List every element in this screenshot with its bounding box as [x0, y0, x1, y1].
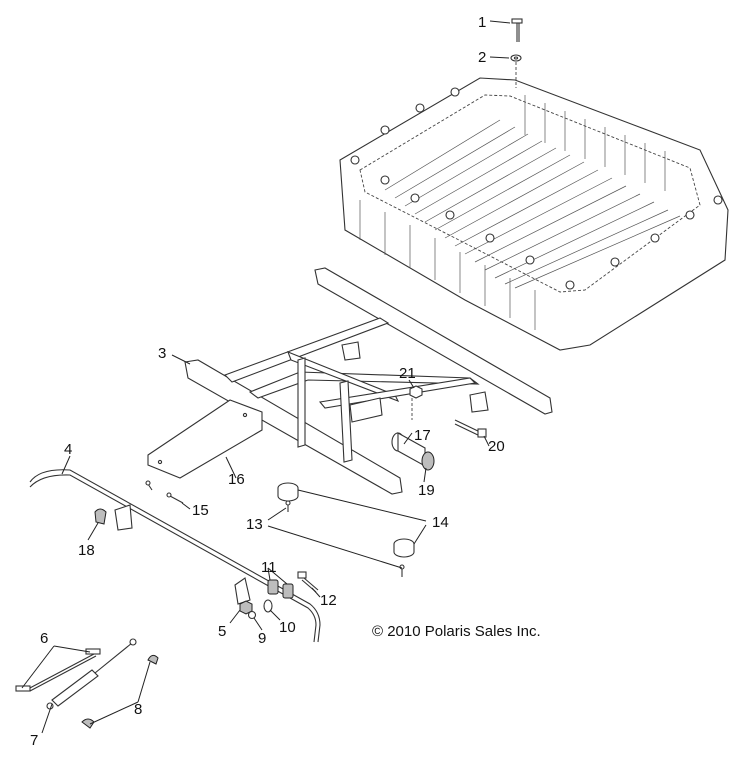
bushing-10 — [263, 599, 273, 613]
callout-2: 2 — [478, 49, 486, 66]
bushing-17 — [391, 432, 435, 471]
latch-11 — [267, 579, 294, 599]
leader-lines — [21, 20, 511, 734]
callout-8: 8 — [134, 701, 142, 718]
cargo-box — [339, 77, 729, 351]
nut-21 — [409, 385, 423, 399]
washer-9 — [247, 610, 257, 620]
gas-strut-7 — [46, 638, 137, 710]
callout-6: 6 — [40, 630, 48, 647]
pin-6 — [15, 648, 101, 692]
callout-9: 9 — [258, 630, 266, 647]
callout-labels: 1 2 3 4 5 6 7 8 9 10 11 12 13 14 15 16 1… — [30, 14, 505, 749]
callout-17: 17 — [414, 427, 431, 444]
callout-19: 19 — [418, 482, 435, 499]
callout-11: 11 — [261, 559, 277, 576]
callout-4: 4 — [64, 441, 72, 458]
callout-3: 3 — [158, 345, 166, 362]
callout-13: 13 — [246, 516, 263, 533]
screw-13 — [285, 500, 405, 577]
callout-7: 7 — [30, 732, 38, 749]
screw-15 — [145, 480, 184, 504]
callout-14: 14 — [432, 514, 449, 531]
callout-10: 10 — [279, 619, 296, 636]
skid-plate-16 — [147, 399, 263, 479]
clip-8 — [81, 654, 159, 729]
bed-frame — [184, 267, 553, 495]
callout-16: 16 — [228, 471, 245, 488]
bolt-12 — [297, 571, 319, 593]
callout-15: 15 — [192, 502, 209, 519]
bumper-14b — [393, 538, 415, 558]
callout-1: 1 — [478, 14, 486, 31]
callout-20: 20 — [488, 438, 505, 455]
callout-12: 12 — [320, 592, 337, 609]
copyright-notice: © 2010 Polaris Sales Inc. — [372, 623, 541, 640]
callout-5: 5 — [218, 623, 226, 640]
washer-2 — [510, 54, 522, 62]
callout-18: 18 — [78, 542, 95, 559]
bolt-20 — [454, 419, 487, 438]
bolt-1 — [511, 18, 523, 42]
bumper-14a — [277, 482, 299, 502]
clip-18 — [94, 508, 107, 525]
callout-21: 21 — [399, 365, 416, 382]
